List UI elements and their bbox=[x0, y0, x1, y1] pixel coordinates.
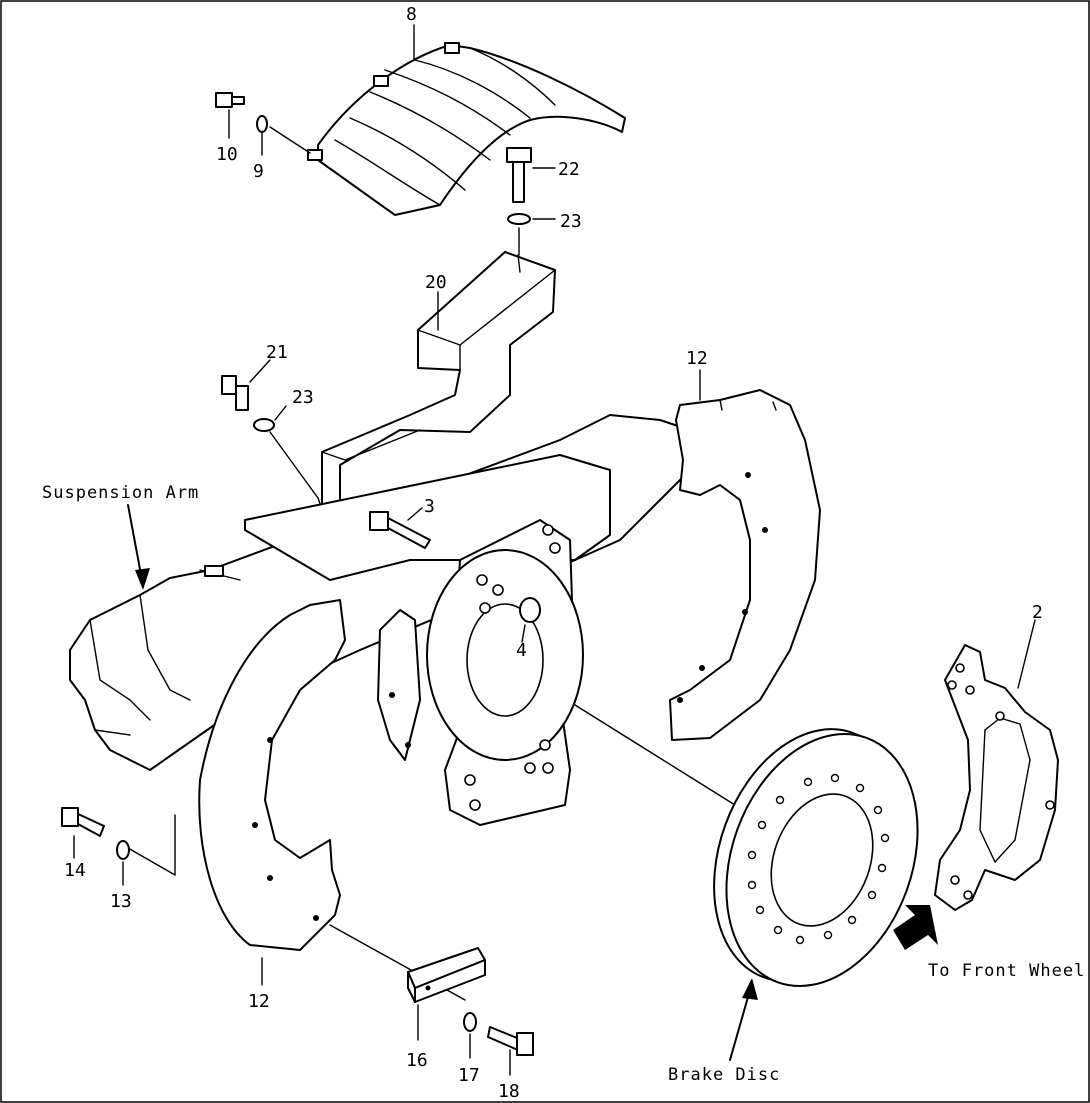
bolt-10 bbox=[215, 92, 245, 139]
label-12-right: 12 bbox=[686, 348, 708, 369]
label-12-left: 12 bbox=[248, 991, 270, 1012]
dust-cover-12-right bbox=[669, 389, 821, 741]
bolt-3 bbox=[369, 507, 431, 549]
bolt-22 bbox=[506, 147, 556, 203]
plate-16 bbox=[407, 947, 486, 1041]
bolt-18 bbox=[487, 1026, 534, 1076]
leader-4 bbox=[521, 624, 526, 643]
label-20: 20 bbox=[425, 272, 447, 293]
label-3: 3 bbox=[424, 496, 435, 517]
label-23-left: 23 bbox=[292, 387, 314, 408]
label-4: 4 bbox=[516, 640, 527, 661]
label-10: 10 bbox=[216, 144, 238, 165]
label-22: 22 bbox=[558, 159, 580, 180]
caliper-part-2 bbox=[934, 619, 1059, 911]
brake-disc-arrow bbox=[729, 978, 758, 1061]
label-to-front-wheel: To Front Wheel bbox=[928, 961, 1085, 981]
suspension-arm bbox=[69, 414, 691, 771]
label-16: 16 bbox=[406, 1050, 428, 1071]
label-8: 8 bbox=[406, 4, 417, 25]
washer-23-left bbox=[253, 405, 319, 499]
label-brake-disc: Brake Disc bbox=[668, 1065, 780, 1085]
label-21: 21 bbox=[266, 342, 288, 363]
washer-9 bbox=[256, 115, 311, 156]
washer-13 bbox=[116, 840, 130, 886]
suspension-arm-arrow bbox=[127, 504, 150, 590]
bolt-21 bbox=[221, 359, 271, 411]
bolt-14 bbox=[61, 807, 105, 859]
washer-17 bbox=[463, 1012, 477, 1059]
label-suspension-arm: Suspension Arm bbox=[42, 483, 199, 503]
label-18: 18 bbox=[498, 1081, 520, 1102]
cover-part-8 bbox=[307, 42, 626, 216]
label-9: 9 bbox=[253, 161, 264, 182]
axis-line bbox=[574, 704, 736, 806]
front-wheel-arrow-icon bbox=[893, 905, 938, 950]
washer-23-top bbox=[507, 213, 556, 256]
label-2: 2 bbox=[1032, 602, 1043, 623]
bracket-part-20 bbox=[317, 251, 556, 519]
label-17: 17 bbox=[458, 1065, 480, 1086]
brake-disc bbox=[713, 728, 919, 987]
dust-cover-12-left bbox=[127, 599, 346, 951]
label-13: 13 bbox=[110, 891, 132, 912]
label-14: 14 bbox=[64, 860, 86, 881]
label-23-top: 23 bbox=[560, 211, 582, 232]
